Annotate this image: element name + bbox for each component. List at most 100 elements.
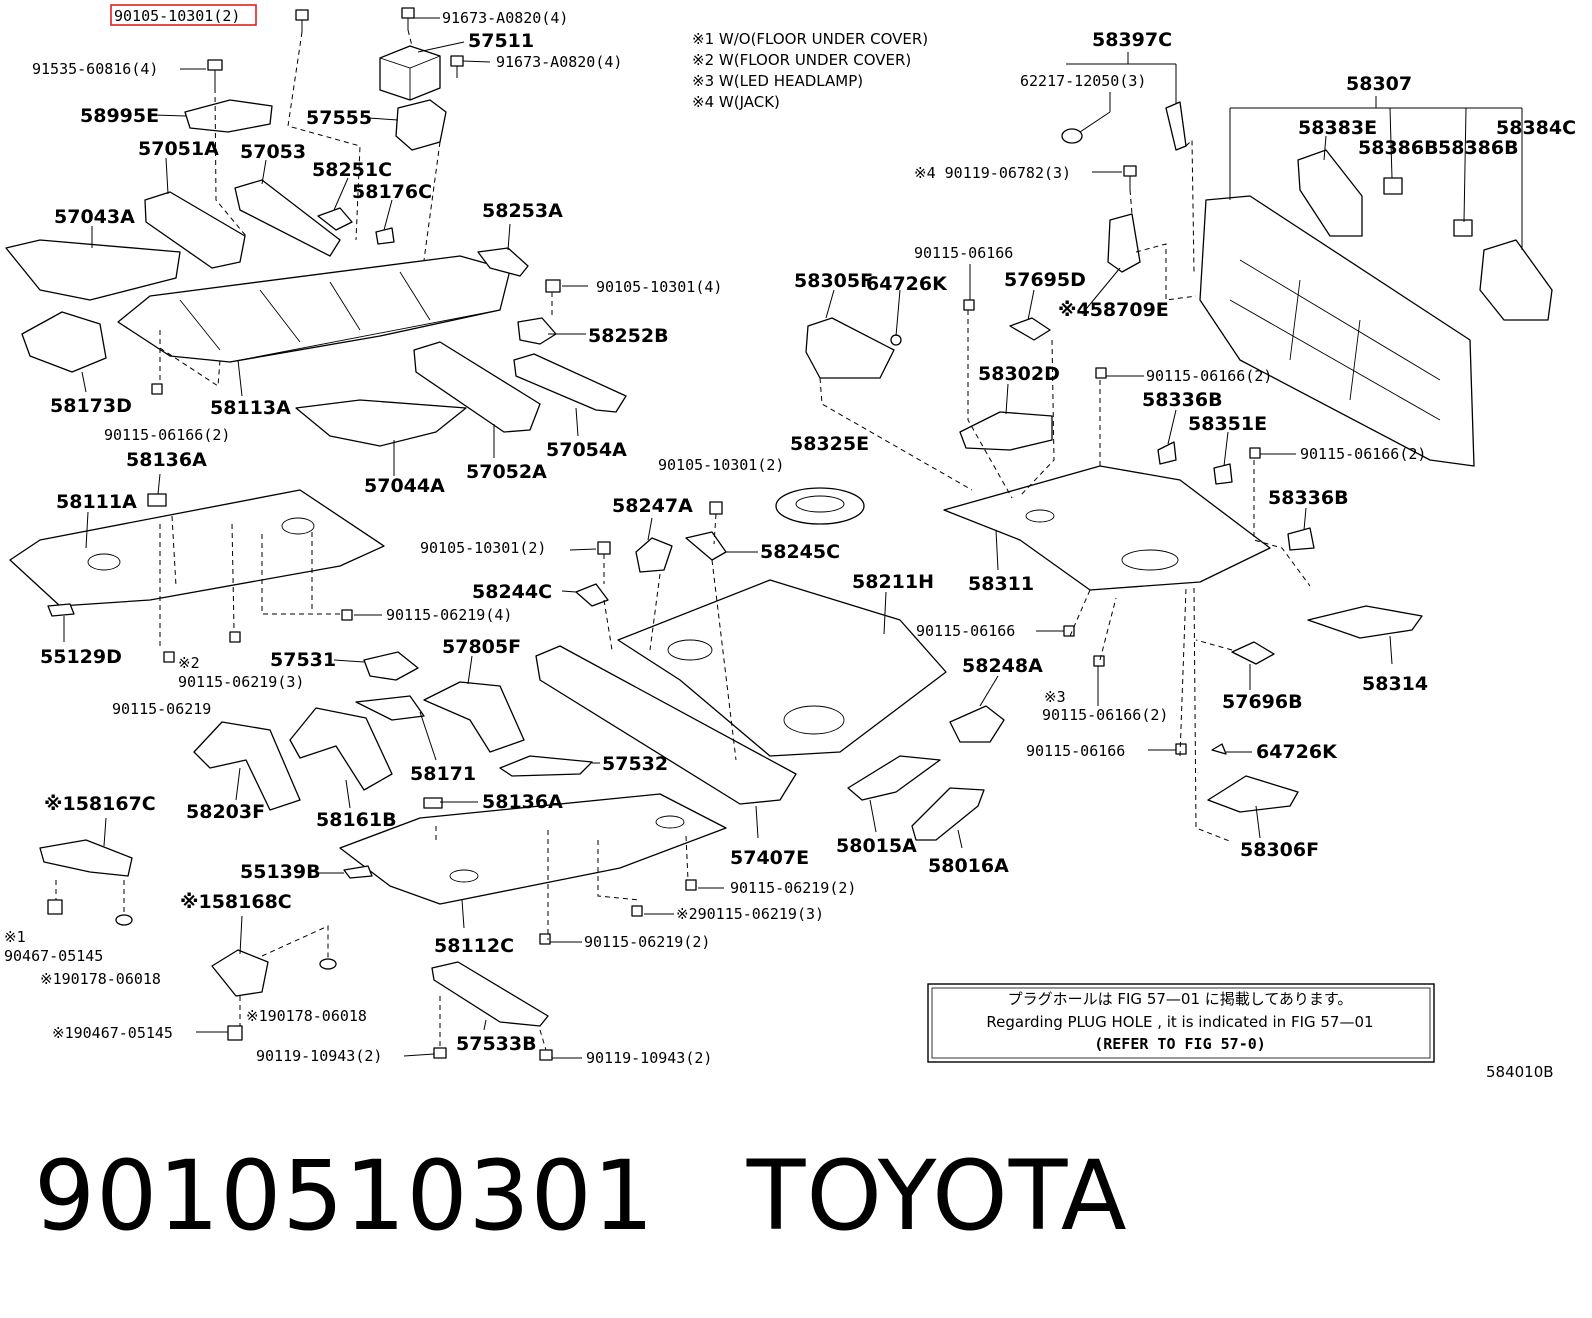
- callout-58211H[interactable]: 58211H: [852, 571, 934, 593]
- callout-58016A[interactable]: 58016A: [928, 855, 1009, 877]
- note-1: ※1 W/O(FLOOR UNDER COVER): [692, 30, 928, 48]
- callout-58161B[interactable]: 58161B: [316, 809, 397, 831]
- part-55129D-shape: [47, 603, 75, 617]
- callout-58306F[interactable]: 58306F: [1240, 839, 1319, 861]
- callout-90115-06219-4[interactable]: 90115-06219(4): [386, 606, 512, 624]
- callout-58173D[interactable]: 58173D: [50, 395, 132, 417]
- callout-91535-60816[interactable]: 91535-60816(4): [32, 60, 158, 78]
- callout-90119-06782[interactable]: ※4 90119-06782(3): [914, 164, 1071, 182]
- callout-57043A[interactable]: 57043A: [54, 206, 135, 228]
- callout-90467-05145[interactable]: 90467-05145: [4, 947, 103, 965]
- callout-90178-06018-right[interactable]: ※190178-06018: [246, 1007, 367, 1025]
- part-58176C-shape: [375, 227, 395, 245]
- callout-57696B[interactable]: 57696B: [1222, 691, 1303, 713]
- part-number: 9010510301: [34, 1140, 655, 1252]
- callout-64726K-lower[interactable]: 64726K: [1256, 741, 1338, 763]
- callout-58136A-top[interactable]: 58136A: [126, 449, 207, 471]
- note-2: ※2 W(FLOOR UNDER COVER): [692, 51, 911, 69]
- callout-55129D[interactable]: 55129D: [40, 646, 122, 668]
- callout-58305F[interactable]: 58305F: [794, 270, 873, 292]
- callout-58325E[interactable]: 58325E: [790, 433, 869, 455]
- callout-90115-06219-note2[interactable]: ※290115-06219(3): [676, 905, 824, 923]
- callout-58244C[interactable]: 58244C: [472, 581, 552, 603]
- callout-58253A[interactable]: 58253A: [482, 200, 563, 222]
- part-57043A-shape: [5, 239, 181, 301]
- callout-57052A[interactable]: 57052A: [466, 461, 547, 483]
- callout-62217-12050[interactable]: 62217-12050(3): [1020, 72, 1146, 90]
- callout-90467-05145-lower[interactable]: ※190467-05145: [52, 1024, 173, 1042]
- callout-58336B-top[interactable]: 58336B: [1142, 389, 1223, 411]
- callout-57044A[interactable]: 57044A: [364, 475, 445, 497]
- callout-58709E[interactable]: ※458709E: [1058, 299, 1169, 321]
- callout-90115-06166-mid[interactable]: 90115-06166: [916, 622, 1015, 640]
- callout-57805F[interactable]: 57805F: [442, 636, 521, 658]
- part-58113A-shape: [117, 255, 511, 363]
- callout-90178-06018-left[interactable]: ※190178-06018: [40, 970, 161, 988]
- callout-57054A[interactable]: 57054A: [546, 439, 627, 461]
- callout-90115-06166-left[interactable]: 90115-06166(2): [104, 426, 230, 444]
- callout-90115-06219[interactable]: 90115-06219: [112, 700, 211, 718]
- callout-58311[interactable]: 58311: [968, 573, 1034, 595]
- callout-90105-10301-highlighted[interactable]: 90105-10301(2): [114, 7, 240, 25]
- callout-57555[interactable]: 57555: [306, 107, 372, 129]
- callout-90115-06166-top[interactable]: 90115-06166: [914, 244, 1013, 262]
- callout-58136A-lower[interactable]: 58136A: [482, 791, 563, 813]
- callout-58203F[interactable]: 58203F: [186, 801, 265, 823]
- callout-58113A[interactable]: 58113A: [210, 397, 291, 419]
- callout-90115-06166-lower[interactable]: 90115-06166: [1026, 742, 1125, 760]
- callout-58995E[interactable]: 58995E: [80, 105, 159, 127]
- callout-90115-06219-2a[interactable]: 90115-06219(2): [730, 879, 856, 897]
- part-58171-shape: [355, 695, 425, 721]
- callout-58247A[interactable]: 58247A: [612, 495, 693, 517]
- part-57051A-shape: [144, 191, 246, 269]
- callout-58386B-right[interactable]: 58386B: [1438, 137, 1519, 159]
- callout-58314[interactable]: 58314: [1362, 673, 1428, 695]
- notes-block: ※1 W/O(FLOOR UNDER COVER) ※2 W(FLOOR UND…: [692, 30, 928, 111]
- callout-57533B[interactable]: 57533B: [456, 1033, 537, 1055]
- callout-90115-06166-2b[interactable]: 90115-06166(2): [1300, 445, 1426, 463]
- callout-58171[interactable]: 58171: [410, 763, 476, 785]
- callout-58167C[interactable]: ※158167C: [44, 793, 156, 815]
- callout-90115-06166-2c[interactable]: 90115-06166(2): [1042, 706, 1168, 724]
- callout-90119-10943-left[interactable]: 90119-10943(2): [256, 1047, 382, 1065]
- part-58161B-shape: [289, 707, 393, 791]
- callout-64726K-top[interactable]: 64726K: [866, 273, 948, 295]
- callout-58386B-left[interactable]: 58386B: [1358, 137, 1439, 159]
- callout-58251C[interactable]: 58251C: [312, 159, 392, 181]
- callout-90105-10301-upper[interactable]: 90105-10301(2): [658, 456, 784, 474]
- callout-57511[interactable]: 57511: [468, 30, 534, 52]
- callout-90115-06219-2b[interactable]: 90115-06219(2): [584, 933, 710, 951]
- callout-57051A[interactable]: 57051A: [138, 138, 219, 160]
- bolt-shape: [207, 7, 464, 88]
- callout-90105-10301-mid[interactable]: 90105-10301(2): [420, 539, 546, 557]
- callout-55139B[interactable]: 55139B: [240, 861, 321, 883]
- leader-lines: [63, 17, 1523, 1059]
- callout-58307[interactable]: 58307: [1346, 73, 1412, 95]
- callout-57053[interactable]: 57053: [240, 141, 306, 163]
- callout-58015A[interactable]: 58015A: [836, 835, 917, 857]
- callout-91673-a0820-top[interactable]: 91673-A0820(4): [442, 9, 568, 27]
- callout-90119-10943-right[interactable]: 90119-10943(2): [586, 1049, 712, 1067]
- callout-58302D[interactable]: 58302D: [978, 363, 1060, 385]
- callout-58176C[interactable]: 58176C: [352, 181, 432, 203]
- callout-90105-10301-4[interactable]: 90105-10301(4): [596, 278, 722, 296]
- callout-57695D[interactable]: 57695D: [1004, 269, 1086, 291]
- callout-91673-a0820-right[interactable]: 91673-A0820(4): [496, 53, 622, 71]
- callout-58397C[interactable]: 58397C: [1092, 29, 1172, 51]
- callout-58248A[interactable]: 58248A: [962, 655, 1043, 677]
- callout-58336B-lower[interactable]: 58336B: [1268, 487, 1349, 509]
- callout-90115-06219-3[interactable]: 90115-06219(3): [178, 673, 304, 691]
- callout-58245C[interactable]: 58245C: [760, 541, 840, 563]
- callout-58112C[interactable]: 58112C: [434, 935, 514, 957]
- callout-90115-06166-2a[interactable]: 90115-06166(2): [1146, 367, 1272, 385]
- callout-57532[interactable]: 57532: [602, 753, 668, 775]
- callout-58252B[interactable]: 58252B: [588, 325, 669, 347]
- callout-58384C[interactable]: 58384C: [1496, 117, 1576, 139]
- callout-58111A[interactable]: 58111A: [56, 491, 137, 513]
- callout-57407E[interactable]: 57407E: [730, 847, 809, 869]
- part-58386B-shape-2: [1453, 219, 1473, 237]
- callout-58351E[interactable]: 58351E: [1188, 413, 1267, 435]
- callout-57531[interactable]: 57531: [270, 649, 336, 671]
- callout-58383E[interactable]: 58383E: [1298, 117, 1377, 139]
- callout-58168C[interactable]: ※158168C: [180, 891, 292, 913]
